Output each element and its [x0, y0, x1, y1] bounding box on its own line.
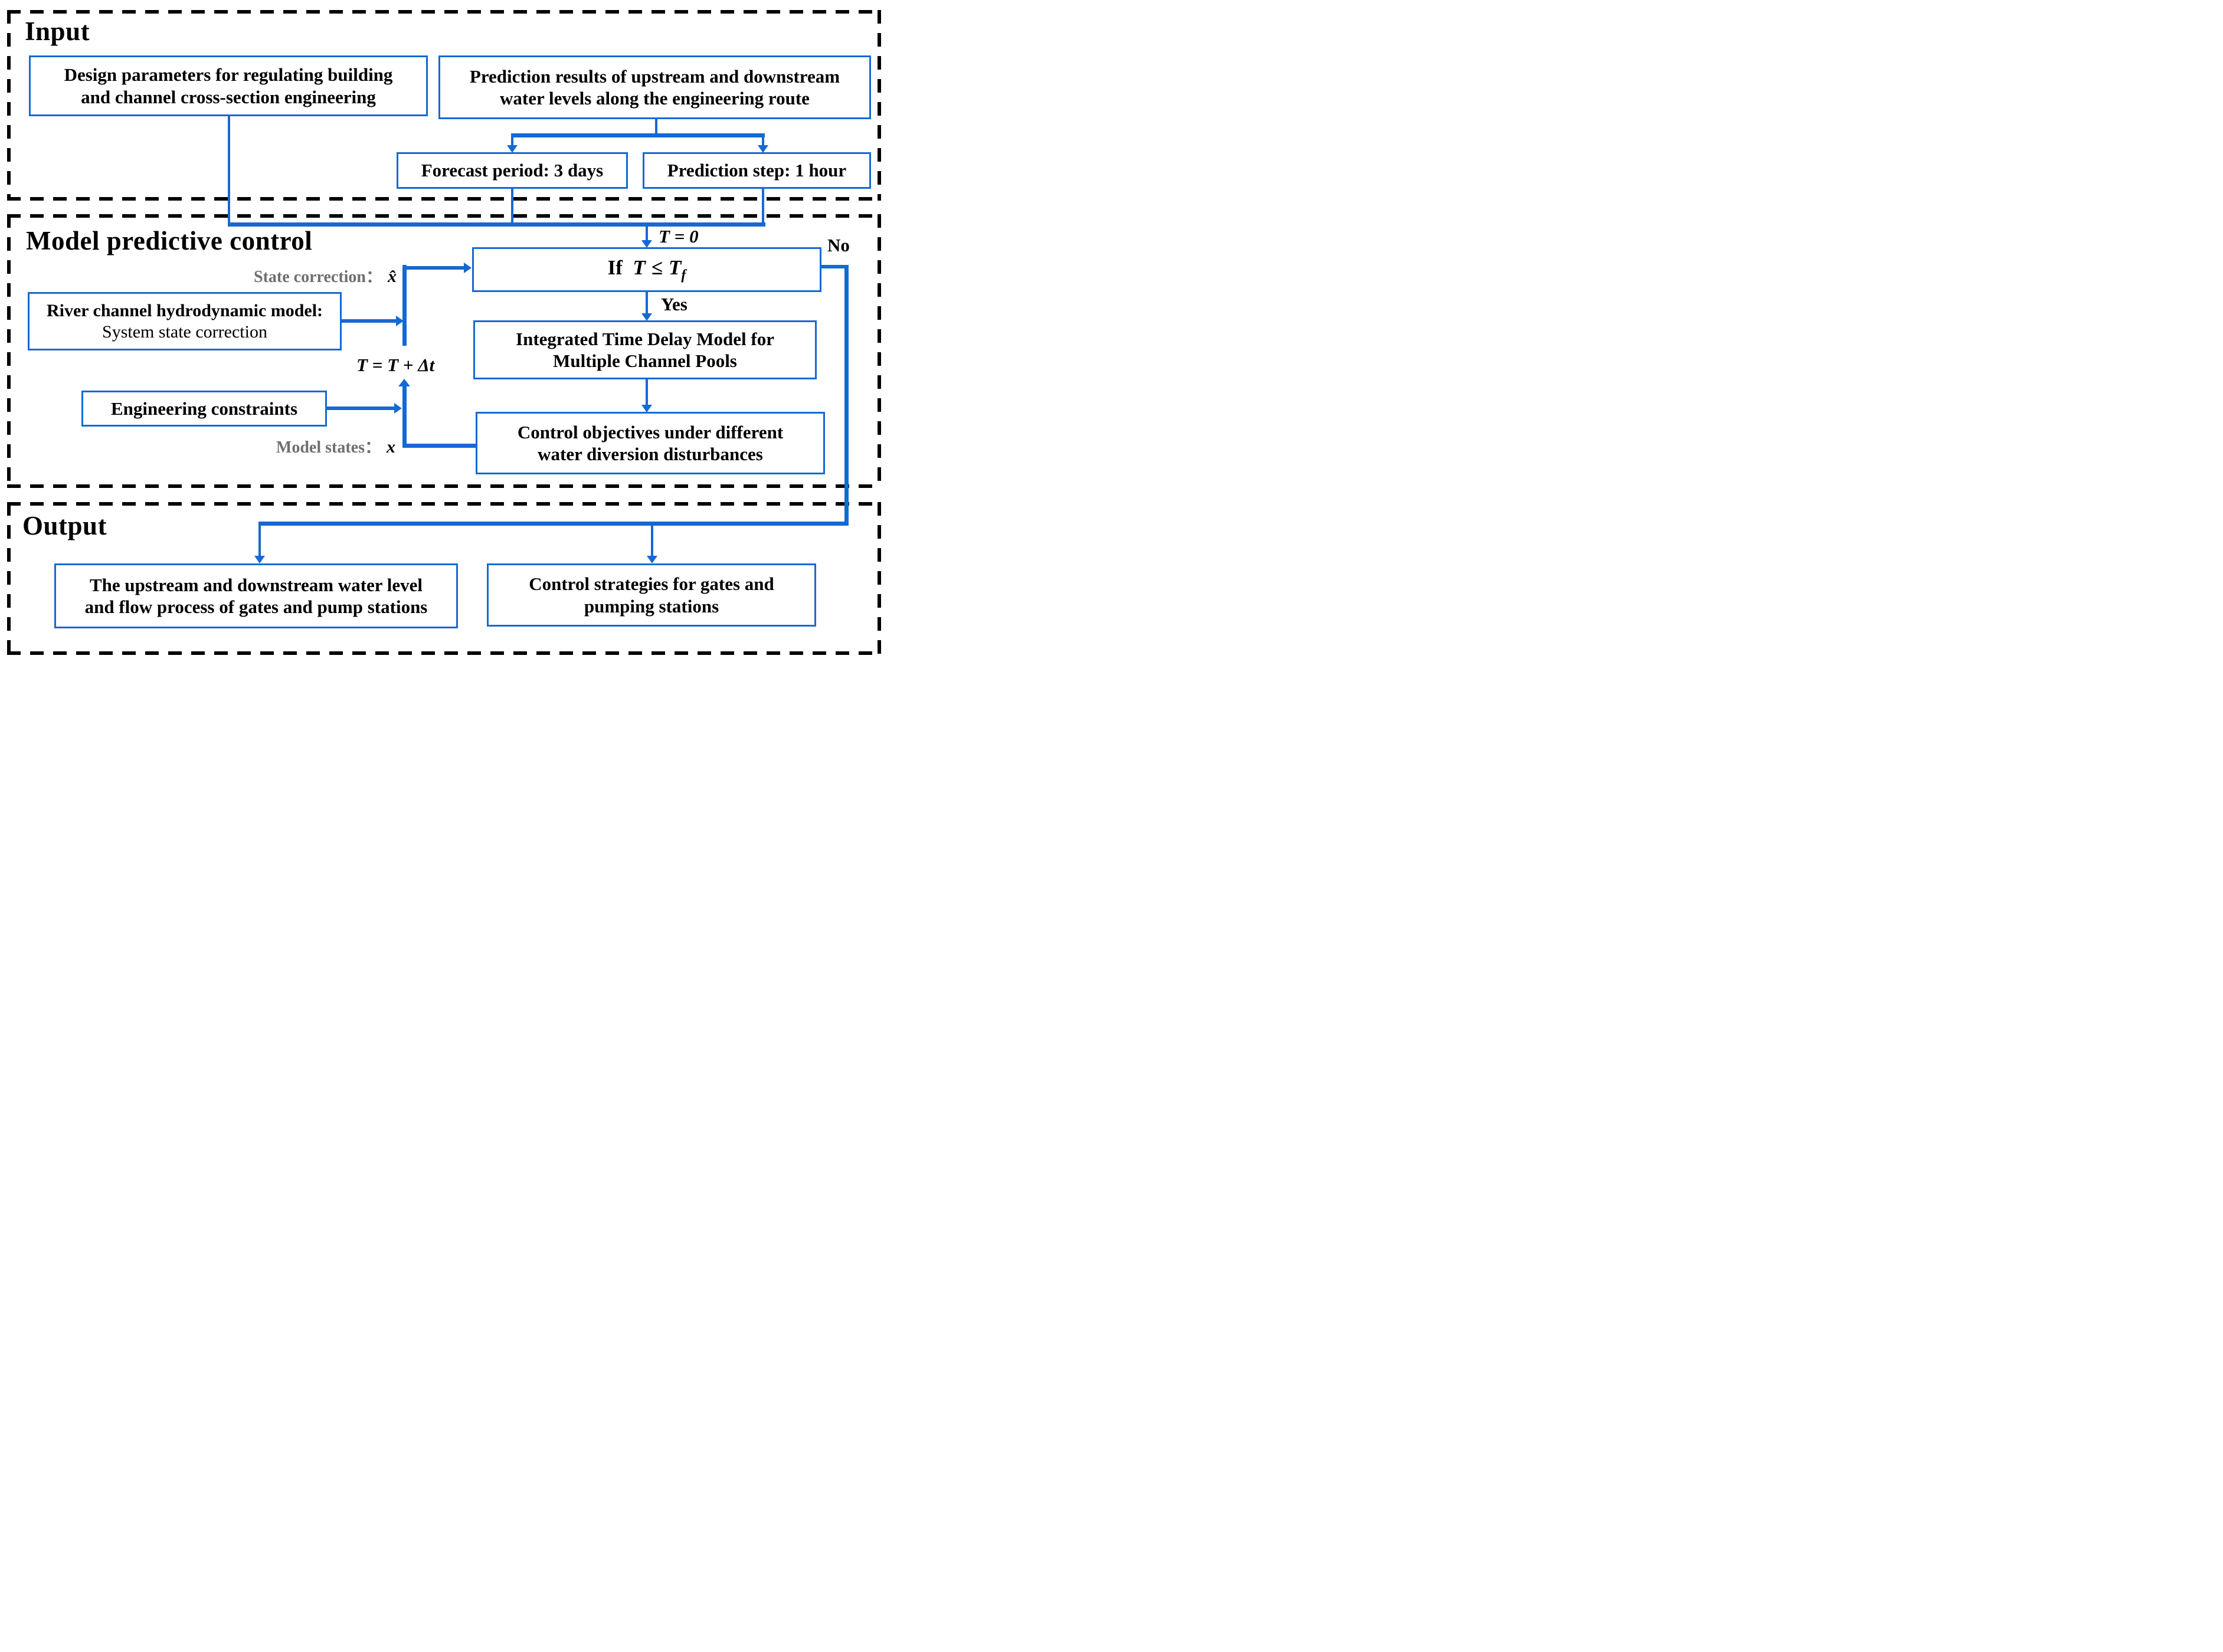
label-state-correction: State correction： x̂ [212, 264, 397, 287]
input-section-border-bottom [7, 197, 881, 201]
connector-to-output-right-shaft [651, 525, 653, 556]
node-design-parameters: Design parameters for regulating buildin… [29, 55, 428, 116]
connector-no-horizontal-top [821, 265, 849, 268]
connector-feedback-horizontal [402, 444, 476, 448]
label-state-correction-text: State correction： [254, 268, 382, 286]
connector-river-arrow-shaft [341, 319, 397, 323]
connector-step-down [762, 188, 764, 225]
node-integrated-line1: Integrated Time Delay Model for [516, 328, 774, 349]
output-section-border-left [7, 502, 11, 655]
if-lhs: T [633, 256, 646, 280]
label-model-states: Model states： x [254, 434, 395, 458]
node-river-channel-model: River channel hydrodynamic model: System… [28, 292, 342, 350]
input-section-border-right [878, 10, 881, 201]
connector-branch-right-shaft [762, 135, 764, 146]
connector-if-to-integrated-shaft [646, 291, 648, 314]
input-section-title: Input [25, 17, 90, 46]
node-control-strategies: Control strategies for gates and pumping… [487, 563, 816, 627]
connector-feedback-riser [402, 386, 407, 445]
node-engineering-constraints: Engineering constraints [81, 391, 327, 427]
node-output-left-line2: and flow process of gates and pump stati… [84, 596, 428, 617]
node-integrated-time-delay-model: Integrated Time Delay Model for Multiple… [473, 320, 817, 379]
node-design-parameters-line2: and channel cross-section engineering [81, 86, 376, 107]
connector-branch-horizontal [511, 133, 765, 137]
node-output-water-level: The upstream and downstream water level … [54, 563, 458, 628]
arrowhead-feedback-up [398, 379, 410, 386]
output-section-title: Output [22, 511, 107, 540]
connector-riser-to-if-shaft [402, 266, 464, 270]
node-river-line2: System state correction [102, 322, 267, 342]
node-objectives-line2: water diversion disturbances [538, 444, 763, 464]
node-output-left-line1: The upstream and downstream water level [89, 574, 423, 595]
node-integrated-line2: Multiple Channel Pools [553, 350, 737, 371]
node-output-right-line1: Control strategies for gates and [529, 573, 774, 595]
arrowhead-to-output-left [254, 556, 265, 563]
if-operator: ≤ [651, 256, 663, 280]
label-t-init: T = 0 [659, 226, 699, 247]
label-no: No [827, 235, 850, 255]
input-section-border-top [7, 10, 881, 14]
connector-integrated-to-objectives-shaft [646, 378, 648, 405]
node-forecast-period-text: Forecast period: 3 days [421, 160, 604, 181]
label-yes: Yes [661, 294, 687, 314]
output-section-border-top [7, 502, 881, 506]
mpc-section-border-bottom [7, 484, 881, 488]
label-t-update: T = T + Δt [356, 355, 435, 375]
if-prefix: If [607, 256, 623, 280]
connector-constraints-arrow-shaft [327, 407, 395, 410]
node-if-condition: If T≤Tf [472, 247, 821, 292]
if-rhs: T [669, 256, 682, 280]
node-control-objectives: Control objectives under different water… [476, 412, 825, 474]
connector-state-riser [402, 265, 407, 346]
mpc-section-border-left [7, 214, 11, 488]
node-if-condition-formula: If T≤Tf [608, 255, 686, 284]
connector-no-vertical [844, 265, 849, 525]
arrowhead-riser-to-if [464, 263, 472, 273]
node-forecast-period: Forecast period: 3 days [397, 152, 628, 189]
node-prediction-step-text: Prediction step: 1 hour [667, 160, 847, 181]
connector-prediction-down [655, 119, 657, 136]
node-output-right-line2: pumping stations [584, 595, 719, 617]
node-objectives-line1: Control objectives under different [517, 421, 784, 442]
arrowhead-to-output-right [647, 556, 657, 563]
arrowhead-to-step [758, 145, 768, 153]
arrowhead-to-forecast [507, 145, 518, 153]
node-engineering-constraints-text: Engineering constraints [110, 398, 298, 419]
label-state-correction-symbol: x̂ [388, 267, 397, 286]
arrowhead-to-integrated [641, 313, 652, 321]
arrowhead-to-if [641, 240, 652, 248]
flowchart-canvas: Input Model predictive control Output De… [0, 0, 889, 661]
node-prediction-step: Prediction step: 1 hour [643, 152, 871, 189]
if-subscript: f [681, 267, 686, 283]
label-model-states-text: Model states： [276, 438, 381, 457]
connector-branch-left-shaft [511, 135, 513, 146]
arrowhead-river-to-riser [396, 316, 404, 326]
node-prediction-results-line2: water levels along the engineering route [500, 88, 810, 109]
node-prediction-results-line1: Prediction results of upstream and downs… [469, 65, 840, 87]
node-prediction-results: Prediction results of upstream and downs… [438, 55, 871, 119]
mpc-section-border-right [878, 214, 881, 488]
connector-to-if-shaft [646, 226, 648, 241]
node-design-parameters-line1: Design parameters for regulating buildin… [64, 64, 393, 86]
output-section-border-right [878, 502, 881, 655]
arrowhead-to-objectives [641, 405, 652, 412]
output-section-border-bottom [7, 651, 881, 655]
connector-output-horizontal [258, 522, 849, 526]
connector-to-output-left-shaft [258, 525, 261, 556]
label-model-states-symbol: x [387, 437, 395, 457]
mpc-section-title: Model predictive control [26, 226, 313, 255]
mpc-section-border-top [7, 214, 881, 218]
arrowhead-constraints-to-riser [394, 403, 402, 414]
connector-forecast-down [511, 188, 513, 225]
node-river-line1: River channel hydrodynamic model: [46, 300, 323, 320]
connector-design-down [228, 116, 230, 225]
connector-collector-horizontal [228, 222, 765, 227]
input-section-border-left [7, 10, 11, 201]
